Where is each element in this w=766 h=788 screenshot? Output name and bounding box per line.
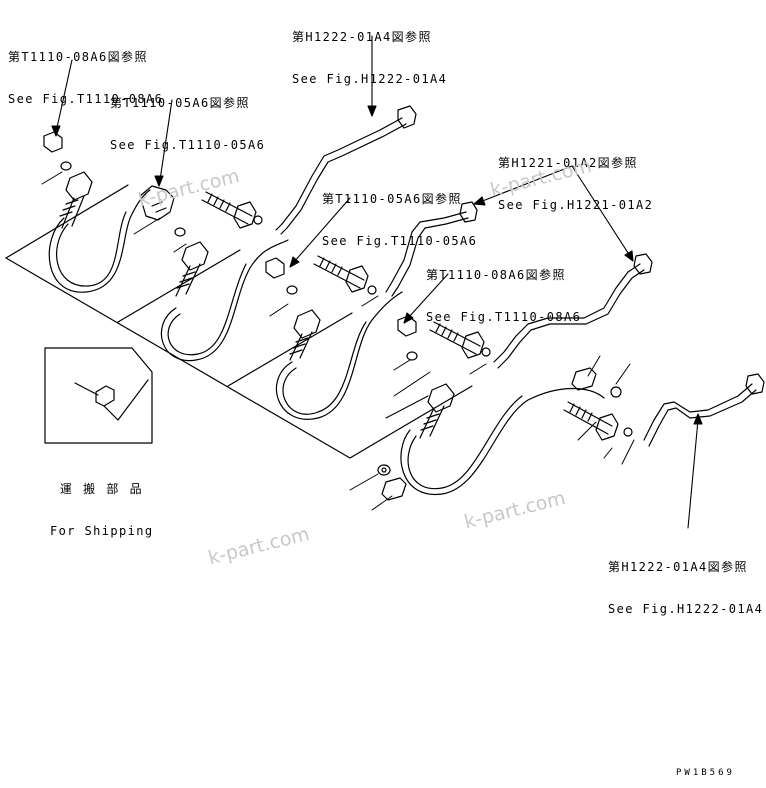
callout-h1222-01a4-top: 第H1222-01A4図参照 See Fig.H1222-01A4 (292, 2, 447, 114)
callout-ja: 第T1110-08A6図参照 (8, 50, 148, 64)
callout-ja: 第T1110-05A6図参照 (110, 96, 250, 110)
o-rings (60, 161, 633, 476)
callout-t1110-05a6-left: 第T1110-05A6図参照 See Fig.T1110-05A6 (110, 68, 265, 180)
callout-en: See Fig.T1110-05A6 (322, 234, 478, 248)
callout-ja: 第H1222-01A4図参照 (608, 560, 748, 574)
shipping-en: For Shipping (50, 524, 154, 538)
callout-en: See Fig.H1222-01A4 (608, 602, 764, 616)
shipping-box (44, 347, 153, 444)
callout-ja: 第T1110-08A6図参照 (426, 268, 566, 282)
callout-h1222-01a4-bottom: 第H1222-01A4図参照 See Fig.H1222-01A4 (608, 532, 763, 644)
hose-fittings (59, 171, 455, 439)
callout-ja: 第H1221-01A2図参照 (498, 156, 638, 170)
shipping-ja: 運 搬 部 品 (59, 482, 144, 496)
callout-en: See Fig.T1110-08A6 (426, 310, 582, 324)
callout-ja: 第T1110-05A6図参照 (322, 192, 462, 206)
rigid-pipes (275, 105, 765, 447)
callout-t1110-08a6-mid: 第T1110-08A6図参照 See Fig.T1110-08A6 (426, 240, 581, 352)
flexible-hoses (48, 189, 605, 495)
shipping-label: 運 搬 部 品 For Shipping (50, 454, 154, 566)
callout-arrows (51, 35, 703, 529)
straight-connectors (201, 191, 619, 441)
callout-ja: 第H1222-01A4図参照 (292, 30, 432, 44)
callout-t1110-08a6-top: 第T1110-08A6図参照 See Fig.T1110-08A6 (8, 22, 163, 134)
callout-t1110-05a6-mid: 第T1110-05A6図参照 See Fig.T1110-05A6 (322, 164, 477, 276)
callout-en: See Fig.H1222-01A4 (292, 72, 448, 86)
callout-en: See Fig.T1110-08A6 (8, 92, 164, 106)
callout-en: See Fig.T1110-05A6 (110, 138, 266, 152)
callout-h1221-01a2: 第H1221-01A2図参照 See Fig.H1221-01A2 (498, 128, 653, 240)
assembly-frame (5, 184, 473, 459)
callout-en: See Fig.H1221-01A2 (498, 198, 654, 212)
drawing-code: PW1B569 (676, 768, 735, 778)
leader-lines (41, 171, 635, 511)
